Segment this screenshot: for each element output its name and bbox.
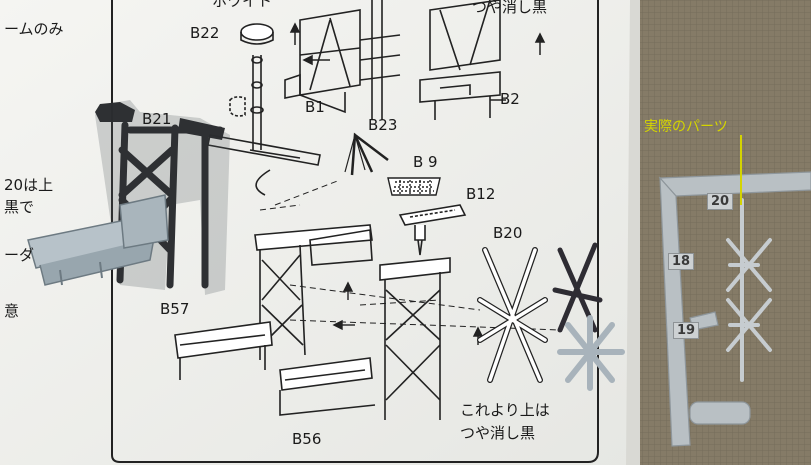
label-fragment-1: 20は上 (4, 176, 54, 194)
label-matte-black-top: つや消し黒 (472, 0, 548, 16)
label-fragment-3: ーダ (4, 246, 35, 264)
label-fragment-4: 意 (4, 302, 20, 320)
drawing-lattice-b20 (477, 247, 548, 383)
label-b2: B2 (500, 90, 520, 108)
sprue-number-18: 18 (668, 253, 695, 270)
sprue-lattice-parts (726, 198, 772, 382)
sprue-number-20: 20 (707, 193, 734, 210)
label-fragment-2: 黒で (4, 198, 35, 216)
label-b56: B56 (292, 430, 322, 448)
note-above-matte-black-line1: これより上は (460, 401, 550, 419)
instruction-frame (111, 0, 599, 463)
model-part-gray-platform (27, 194, 169, 286)
model-part-gray-star (557, 315, 625, 391)
label-b21: B21 (142, 110, 172, 128)
drawing-pole-b23 (359, 0, 401, 120)
label-b12: B12 (466, 185, 496, 203)
drawing-platform-b12 (398, 204, 467, 256)
label-b1: B1 (305, 98, 325, 116)
label-b9: B 9 (413, 153, 438, 171)
drawing-tower-b56 (174, 224, 451, 420)
drawing-radar-b9 (387, 177, 441, 196)
sprue-frame (658, 171, 811, 447)
note-above-matte-black-line2: つや消し黒 (460, 424, 536, 442)
label-b57: B57 (160, 300, 190, 318)
drawing-pole-b22 (229, 23, 274, 150)
annotation-actual-parts: 実際のパーツ (644, 119, 728, 135)
label-b23: B23 (368, 116, 398, 134)
drawing-tower-b1 (284, 9, 361, 114)
drawing-tower-b2 (419, 0, 501, 120)
sprue-number-19: 19 (673, 322, 700, 339)
label-b20: B20 (493, 224, 523, 242)
label-b22: B22 (190, 24, 220, 42)
label-frame-only: ームのみ (4, 20, 64, 38)
label-white-paint: ホワイト (212, 0, 273, 10)
drawing-arm-b21 (207, 134, 321, 196)
